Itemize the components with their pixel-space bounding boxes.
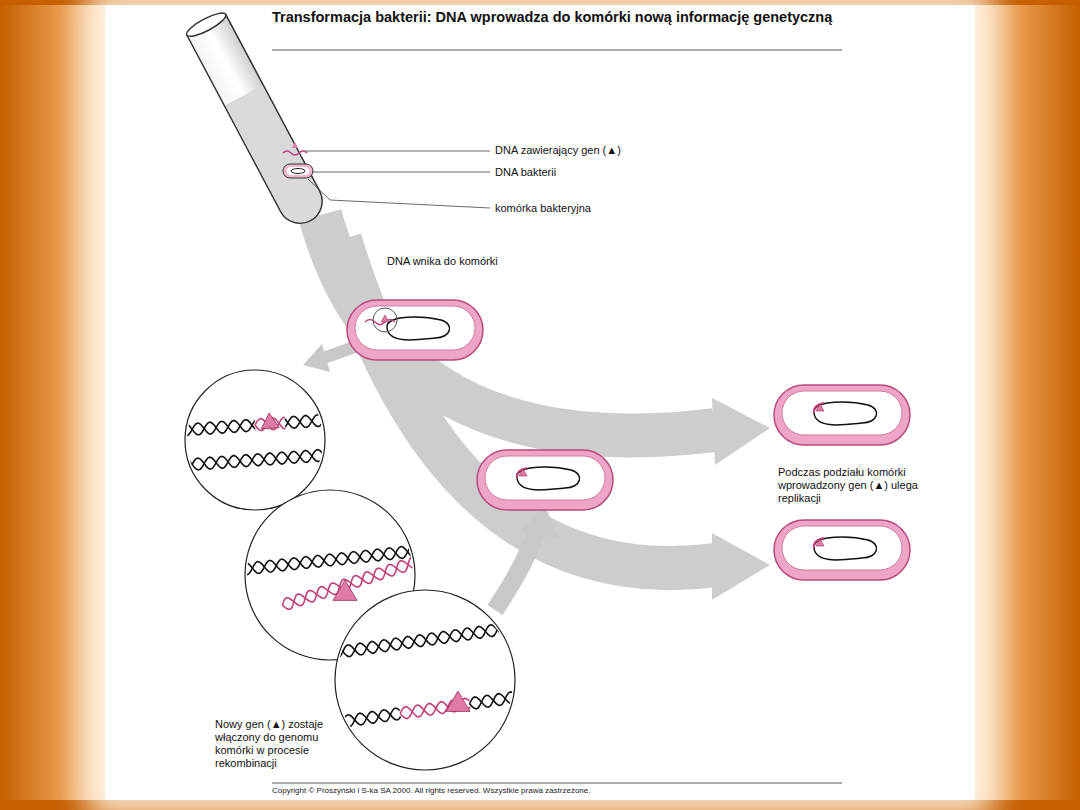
magnified-view — [335, 590, 515, 770]
part-label: DNA zawierający gen (▲) — [495, 144, 621, 157]
step-note: Podczas podziału komórki wprowadzony gen… — [778, 466, 933, 505]
bacterial-cell — [347, 300, 483, 360]
part-label: DNA bakterii — [495, 166, 556, 179]
frame-bar — [0, 800, 1080, 810]
step-label: DNA wnika do komórki — [387, 255, 498, 268]
magnified-view — [185, 370, 325, 510]
step-note: Nowy gen (▲) zostaje włączony do genomu … — [215, 718, 355, 770]
dna-helix — [330, 621, 520, 729]
diagram-title: Transformacja bakterii: DNA wprowadza do… — [272, 8, 852, 26]
dna-helix — [179, 409, 330, 471]
part-label: komórka bakteryjna — [495, 202, 591, 215]
bacterial-cell — [774, 385, 910, 445]
bacterial-cell — [477, 450, 613, 510]
copyright-note: Copyright © Prószyński i S-ka SA 2000. A… — [272, 786, 590, 796]
bacterial-cell — [774, 520, 910, 580]
